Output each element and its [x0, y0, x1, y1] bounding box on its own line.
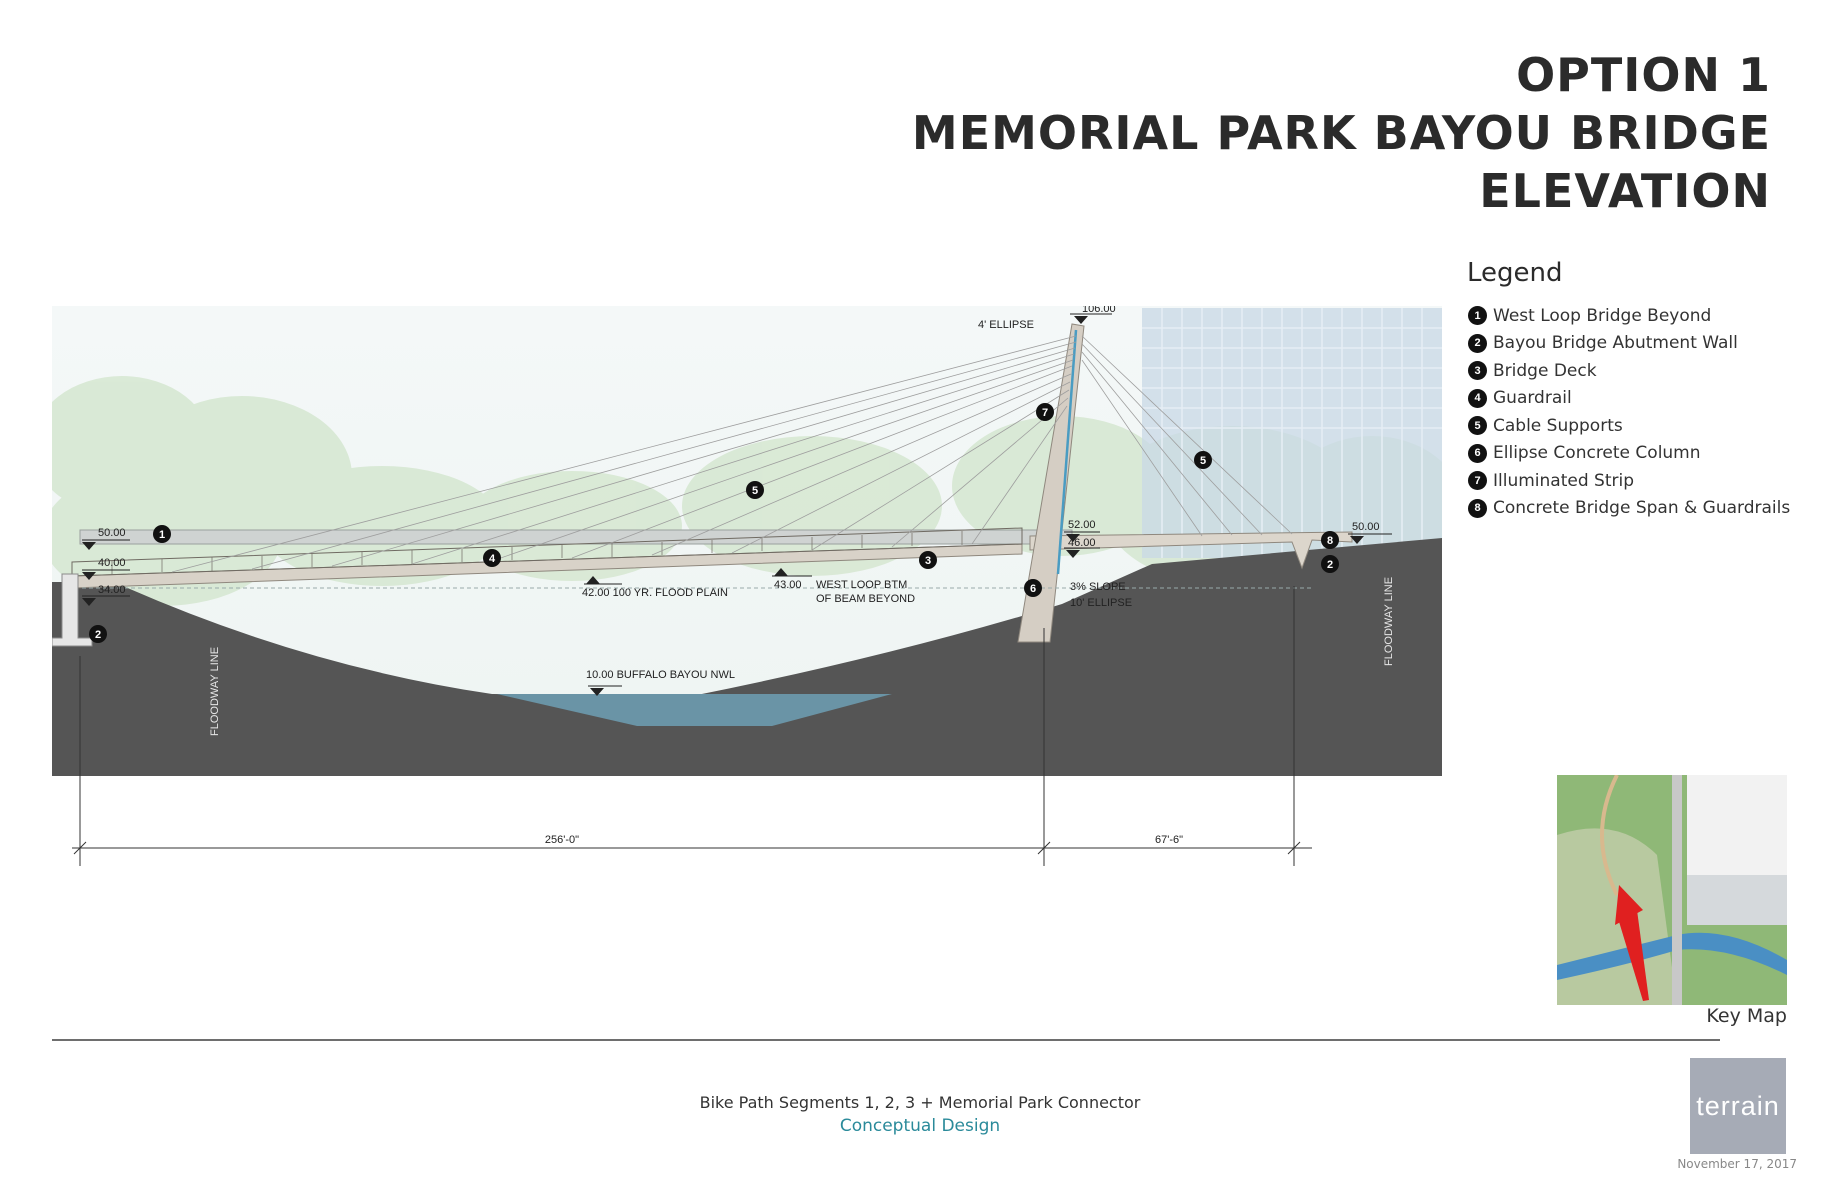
marker-1: 1	[159, 529, 165, 541]
legend-item: 5 Cable Supports	[1468, 412, 1790, 440]
elevation-50-right-label: 50.00	[1352, 521, 1380, 533]
legend-label: Concrete Bridge Span & Guardrails	[1493, 498, 1791, 519]
glass-building	[1142, 308, 1442, 558]
marker-4: 4	[489, 553, 496, 565]
cable-supports	[171, 335, 1293, 573]
legend-number-badge: 3	[1468, 361, 1487, 381]
ellipse-10-label: 10' ELLIPSE	[1070, 597, 1132, 609]
marker-5-right: 5	[1200, 455, 1206, 467]
elevation-106-label: 106.00	[1082, 306, 1116, 315]
marker-6: 6	[1030, 583, 1036, 595]
legend-heading: Legend	[1467, 258, 1563, 288]
legend-label: Guardrail	[1493, 388, 1572, 409]
floodway-line-right-label: FLOODWAY LINE	[1383, 577, 1395, 666]
flood-plain-label: 42.00 100 YR. FLOOD PLAIN	[582, 587, 728, 599]
key-map-image	[1557, 775, 1787, 1005]
bridge-elevation-drawing: 106.00 4' ELLIPSE 50.00 40.00 34.00 52.0…	[52, 306, 1442, 866]
document-date: November 17, 2017	[1677, 1157, 1797, 1171]
elevation-52-label: 52.00	[1068, 519, 1096, 531]
legend-label: West Loop Bridge Beyond	[1493, 305, 1712, 326]
marker-8: 8	[1327, 535, 1333, 547]
legend-label: Illuminated Strip	[1493, 470, 1634, 491]
legend-number-badge: 4	[1468, 388, 1487, 408]
elevation-markers	[82, 313, 1392, 696]
legend-number-badge: 6	[1468, 443, 1487, 463]
legend-list: 1 West Loop Bridge Beyond 2 Bayou Bridge A…	[1468, 302, 1790, 522]
marker-5-left: 5	[752, 485, 758, 497]
legend-label: Bayou Bridge Abutment Wall	[1493, 333, 1738, 354]
legend-number-badge: 8	[1468, 498, 1487, 518]
legend-label: Bridge Deck	[1493, 360, 1597, 381]
legend-item: 4 Guardrail	[1468, 385, 1790, 413]
legend-number-badge: 5	[1468, 416, 1487, 436]
west-loop-beam-label-1: WEST LOOP BTM	[816, 579, 907, 591]
bayou-nwl-label: 10.00 BUFFALO BAYOU NWL	[586, 669, 735, 681]
dimension-side-span: 67'-6"	[1155, 834, 1183, 846]
project-name: Bike Path Segments 1, 2, 3 + Memorial Pa…	[699, 1093, 1141, 1112]
elevation-43-label: 43.00	[774, 579, 802, 591]
elevation-50-left-label: 50.00	[98, 527, 126, 539]
title-line-3: ELEVATION	[1479, 164, 1771, 218]
west-loop-beam-label-2: OF BEAM BEYOND	[816, 593, 915, 605]
legend-item: 7 Illuminated Strip	[1468, 467, 1790, 495]
left-abutment-wall	[52, 573, 93, 647]
numbered-markers: 1 2 2 3 4 5 5 6 7 8	[89, 403, 1339, 643]
legend-number-badge: 7	[1468, 471, 1487, 491]
elevation-40-label: 40.00	[98, 557, 126, 569]
ellipse-concrete-column	[1017, 323, 1085, 643]
legend-item: 8 Concrete Bridge Span & Guardrails	[1468, 495, 1790, 523]
legend-item: 1 West Loop Bridge Beyond	[1468, 302, 1790, 330]
ground-section	[52, 538, 1442, 776]
legend-label: Ellipse Concrete Column	[1493, 443, 1701, 464]
legend-item: 2 Bayou Bridge Abutment Wall	[1468, 330, 1790, 358]
design-phase: Conceptual Design	[839, 1116, 1001, 1136]
legend-label: Cable Supports	[1493, 415, 1623, 436]
buffalo-bayou-water	[497, 694, 892, 726]
legend-number-badge: 2	[1468, 333, 1487, 353]
marker-3: 3	[925, 555, 931, 567]
key-map-label: Key Map	[1706, 1005, 1787, 1027]
terrain-logo: terrain	[1690, 1058, 1786, 1154]
floodway-line-left-label: FLOODWAY LINE	[209, 647, 221, 736]
legend-item: 3 Bridge Deck	[1468, 357, 1790, 385]
dimension-lines	[72, 586, 1312, 866]
title-line-2: MEMORIAL PARK BAYOU BRIDGE	[911, 106, 1771, 160]
title-line-1: OPTION 1	[1516, 48, 1771, 102]
ellipse-4-label: 4' ELLIPSE	[978, 319, 1034, 331]
marker-7: 7	[1042, 407, 1048, 419]
footer-divider	[52, 1039, 1720, 1041]
illuminated-strip	[1056, 329, 1078, 575]
guardrail	[71, 527, 1023, 577]
legend-item: 6 Ellipse Concrete Column	[1468, 440, 1790, 468]
legend-number-badge: 1	[1468, 306, 1487, 326]
slope-label: 3% SLOPE	[1070, 581, 1126, 593]
elevation-46-label: 46.00	[1068, 537, 1096, 549]
guardrail-posts	[111, 531, 963, 574]
marker-2-left: 2	[95, 629, 101, 641]
marker-2-right: 2	[1327, 559, 1333, 571]
elevation-34-label: 34.00	[98, 584, 126, 596]
dimension-main-span: 256'-0"	[545, 834, 579, 846]
